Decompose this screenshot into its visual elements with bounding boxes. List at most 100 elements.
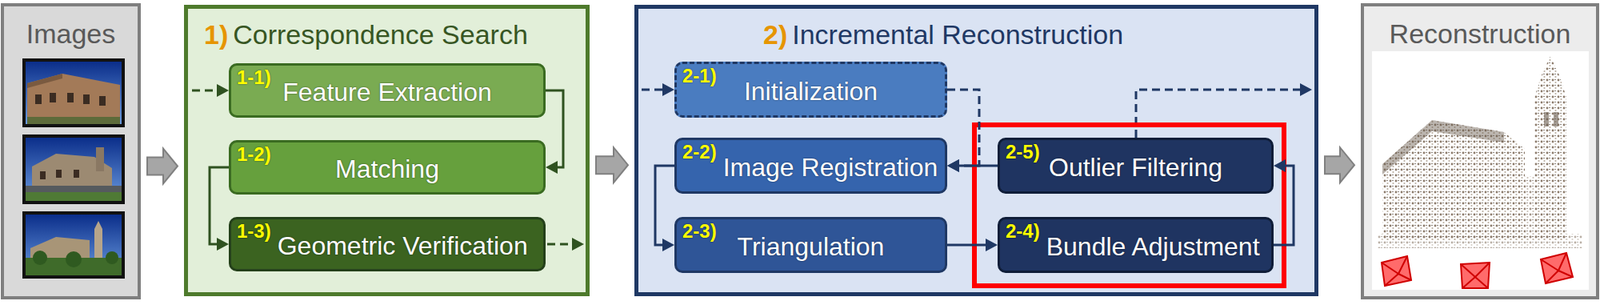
- input-arrow: [662, 83, 675, 96]
- point-cloud: [1534, 56, 1567, 240]
- flow-arrow: [655, 165, 675, 252]
- flow-arrow: [947, 238, 998, 252]
- title-row: Reconstruction: [1364, 17, 1596, 51]
- stage-panel: 2)Incremental Reconstruction 2-1) Initiali…: [634, 4, 1319, 296]
- stage-panel: Reconstruction: [1360, 3, 1600, 300]
- step-label: Geometric Verification: [277, 231, 528, 261]
- stage-arrow: [1324, 147, 1355, 183]
- step-number: 2-4): [1005, 221, 1040, 241]
- camera-icon: [1460, 262, 1490, 288]
- photo-thumbnail: [22, 134, 125, 204]
- arrow-head: [947, 159, 960, 172]
- process-box: 2-3)Triangulation: [674, 216, 948, 273]
- output-arrow: [1136, 83, 1312, 138]
- process-box: 2-5) Outlier Filtering: [997, 137, 1274, 194]
- photo-thumbnail: [94, 220, 103, 260]
- camera-icon: [1540, 252, 1573, 284]
- flow-arrow: [947, 159, 998, 172]
- output-arrow: [547, 243, 573, 246]
- title-row: 1)Correspondence Search: [188, 18, 586, 52]
- step-number: 2-2): [682, 142, 717, 162]
- photo-thumbnail: [67, 92, 74, 103]
- connector-line: [959, 164, 998, 168]
- photo-thumbnail: [96, 147, 104, 172]
- point-cloud: [1372, 51, 1589, 290]
- stage-arrow: [147, 148, 178, 184]
- step-number: 2-1): [682, 66, 717, 86]
- flow-arrow: [545, 90, 564, 174]
- title-row: 2)Incremental Reconstruction: [638, 18, 1315, 52]
- step-label: Initialization: [744, 76, 878, 107]
- connector-line: [1273, 165, 1294, 245]
- step-label: Matching: [335, 154, 440, 184]
- arrow-head: [985, 238, 998, 252]
- photo-thumbnail: [25, 185, 122, 192]
- step-number: 1): [204, 18, 228, 52]
- process-box: 2-2)Image Registration: [674, 137, 948, 194]
- step-label: Triangulation: [737, 232, 885, 262]
- photo-thumbnail: [73, 169, 80, 178]
- photo-thumbnail: [40, 171, 46, 180]
- photo-thumbnail: [35, 94, 42, 104]
- output-arrow: [1136, 89, 1301, 138]
- arrow-head: [545, 160, 558, 174]
- connector-line: [209, 167, 229, 244]
- photo-thumbnail: [22, 211, 125, 279]
- point-cloud: [1372, 51, 1589, 290]
- photo-thumbnail: [105, 251, 119, 264]
- panel-title: Correspondence Search: [232, 18, 528, 52]
- photo-thumbnail: [27, 73, 120, 124]
- photo-thumbnail: [22, 211, 125, 279]
- process-box: 2-4)Bundle Adjustment: [997, 216, 1274, 273]
- camera-icon: [1540, 252, 1573, 284]
- panel-title: Incremental Reconstruction: [792, 18, 1124, 52]
- camera-icon: [1381, 256, 1412, 286]
- photo-thumbnail: [32, 250, 48, 265]
- step-number: 2-5): [1005, 142, 1040, 162]
- camera-icon: [1381, 256, 1412, 286]
- point-cloud: [1544, 112, 1549, 127]
- step-number: 2): [763, 18, 788, 52]
- step-label: Outlier Filtering: [1048, 152, 1223, 183]
- photo-thumbnail: [25, 192, 122, 201]
- point-cloud: [1553, 112, 1559, 127]
- panel-title: Reconstruction: [1389, 17, 1572, 51]
- arrow-head: [216, 237, 229, 251]
- point-cloud: [1377, 233, 1583, 248]
- camera-icon: [1540, 252, 1573, 284]
- arrow-head: [662, 238, 675, 252]
- photo-thumbnail: [25, 257, 122, 276]
- stage-arrow: [596, 147, 628, 183]
- output-arrow: [1300, 83, 1312, 96]
- highlight-frame: [974, 124, 1284, 286]
- photo-thumbnail: [30, 236, 90, 261]
- stage-panel: 1)Correspondence Search 1-1) Feature Extra…: [184, 4, 590, 296]
- step-number: 1-1): [236, 68, 272, 88]
- photo-thumbnail: [25, 61, 122, 124]
- connector-line: [947, 89, 980, 166]
- stage-panel: Images: [0, 3, 141, 300]
- panel-title: Images: [26, 17, 116, 51]
- photo-thumbnail: [56, 169, 62, 178]
- photo-thumbnail: [22, 58, 125, 128]
- photo-thumbnail: [83, 94, 90, 104]
- input-arrow: [216, 84, 229, 97]
- point-cloud: [1382, 120, 1504, 175]
- photo-thumbnail: [22, 58, 125, 128]
- photo-thumbnail: [27, 73, 63, 88]
- flow-arrow: [1273, 159, 1294, 245]
- process-box: 1-3)Geometric Verification: [228, 216, 546, 272]
- input-arrow: [192, 84, 229, 97]
- block-arrow: [596, 147, 628, 183]
- block-arrow: [1324, 147, 1355, 183]
- input-arrow: [192, 89, 218, 92]
- point-cloud: [1524, 176, 1535, 240]
- input-arrow: [641, 88, 664, 92]
- step-label: Feature Extraction: [282, 77, 492, 108]
- output-arrow: [572, 237, 584, 251]
- step-number: 1-2): [236, 144, 272, 164]
- flow-arrow: [947, 89, 980, 172]
- process-box: 2-1) Initialization: [674, 61, 948, 118]
